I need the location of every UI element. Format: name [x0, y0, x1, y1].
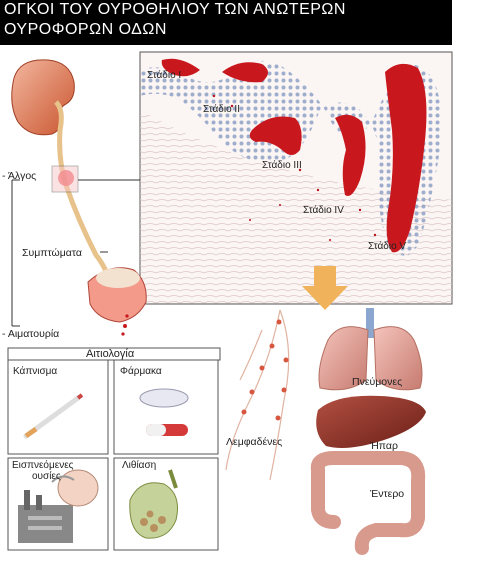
- tumor-stage-1: [161, 58, 200, 77]
- label-hematuria: - Αιματουρία: [2, 328, 60, 340]
- cigarette-icon: [23, 393, 84, 439]
- tumor-stage-3: [249, 116, 302, 155]
- label-drugs: Φάρμακα: [120, 366, 162, 377]
- face-inhaling-icon: [51, 469, 99, 507]
- title-line-2: ΟΥΡΟΦΟΡΩΝ ΟΔΩΝ: [4, 21, 167, 38]
- lungs-illustration: [318, 308, 423, 391]
- label-smoking: Κάπνισμα: [13, 366, 58, 377]
- header-title-bar: ΟΓΚΟΙ ΤΟΥ ΟΥΡΟΘΗΛΙΟΥ ΤΩΝ ΑΝΩΤΕΡΩΝ ΟΥΡΟΦΟ…: [0, 0, 452, 45]
- label-inhaled-2: ουσίες: [32, 471, 61, 482]
- label-stage-5: Στάδιο V: [368, 241, 407, 252]
- title-line-1: ΟΓΚΟΙ ΤΟΥ ΟΥΡΟΘΗΛΙΟΥ ΤΩΝ ΑΝΩΤΕΡΩΝ: [4, 1, 346, 18]
- etiology-section: [7, 347, 221, 551]
- label-lungs: Πνεύμονες: [352, 376, 403, 388]
- pills-icon: [139, 388, 189, 436]
- label-liver: Ήπαρ: [370, 440, 398, 452]
- intestine-illustration: [310, 451, 426, 555]
- label-stage-4: Στάδιο IV: [303, 205, 344, 216]
- tumor-stage-5: [385, 63, 427, 253]
- stones-icon: [129, 469, 178, 539]
- label-stones: Λιθίαση: [122, 460, 157, 471]
- label-stage-2: Στάδιο II: [203, 104, 240, 115]
- label-intestine: Έντερο: [370, 488, 405, 500]
- label-lymph-nodes: Λεμφαδένες: [226, 436, 283, 448]
- label-stage-1: Στάδιο I: [147, 70, 182, 81]
- tumor-stage-4: [335, 114, 366, 196]
- liver-illustration: [316, 395, 426, 448]
- kidney: [11, 59, 75, 136]
- ureter: [54, 100, 115, 291]
- tumor-stage-2: [222, 62, 268, 83]
- urinary-tract: [11, 59, 147, 336]
- metastasis-arrow: [302, 266, 348, 310]
- label-pain: - Άλγος: [2, 170, 37, 182]
- urothelium-layer: [140, 60, 442, 256]
- symptom-connectors: [11, 179, 140, 327]
- label-inhaled-1: Εισπνεόμενες: [12, 460, 74, 471]
- etiology-title: Αιτιολογία: [86, 348, 135, 360]
- factory-icon: [18, 490, 73, 543]
- lymph-nodes-illustration: [225, 309, 290, 481]
- label-stage-3: Στάδιο III: [262, 160, 302, 171]
- urothelium-cross-section: [139, 51, 453, 305]
- label-symptoms: Συμπτώματα: [22, 247, 82, 259]
